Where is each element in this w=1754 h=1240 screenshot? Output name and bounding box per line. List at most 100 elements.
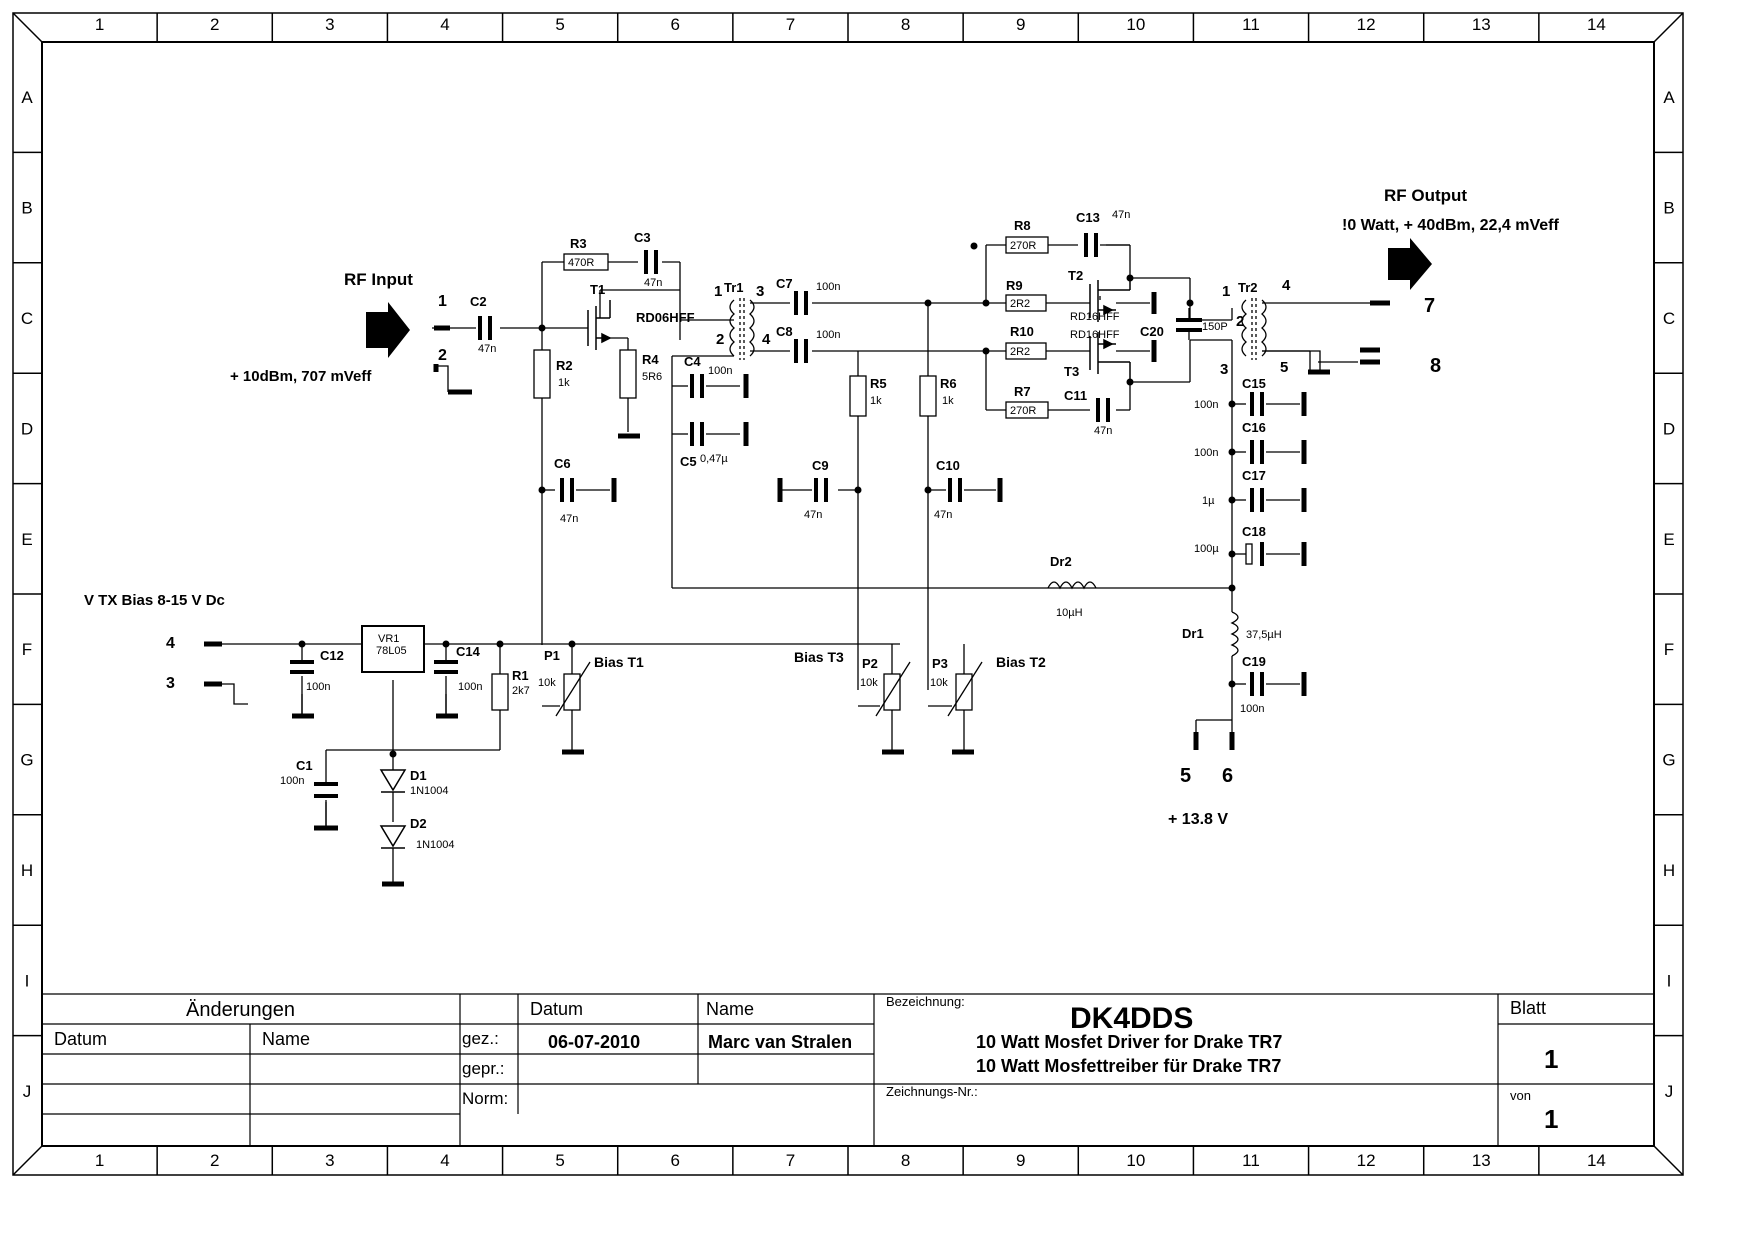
val-r7: 270R bbox=[1010, 405, 1036, 417]
val-c8: 100n bbox=[816, 329, 840, 341]
val-dr1: 37,5µH bbox=[1246, 629, 1282, 641]
ref-r10: R10 bbox=[1010, 324, 1034, 339]
column-label-bottom-1: 1 bbox=[95, 1151, 104, 1170]
val-r4: 5R6 bbox=[642, 371, 662, 383]
column-label-bottom-13: 13 bbox=[1472, 1151, 1491, 1170]
row-label-right-D: D bbox=[1663, 419, 1675, 438]
column-label-bottom-8: 8 bbox=[901, 1151, 910, 1170]
title-german: 10 Watt Mosfettreiber für Drake TR7 bbox=[976, 1056, 1281, 1076]
resistor-r1 bbox=[491, 673, 509, 711]
val-c6: 47n bbox=[560, 513, 578, 525]
ref-tr1: Tr1 bbox=[724, 280, 744, 295]
title-english: 10 Watt Mosfet Driver for Drake TR7 bbox=[976, 1032, 1282, 1052]
ref-dr2: Dr2 bbox=[1050, 554, 1072, 569]
ref-c10: C10 bbox=[936, 458, 960, 473]
changes-header: Änderungen bbox=[186, 999, 295, 1021]
ref-c7: C7 bbox=[776, 276, 793, 291]
potentiometers bbox=[555, 661, 983, 717]
column-label-top-6: 6 bbox=[671, 15, 680, 34]
ref-p1: P1 bbox=[544, 648, 560, 663]
ground-leads bbox=[222, 350, 1321, 752]
rf-input-level-label: + 10dBm, 707 mVeff bbox=[230, 368, 372, 385]
column-label-top-12: 12 bbox=[1357, 15, 1376, 34]
ref-c1: C1 bbox=[296, 758, 313, 773]
ref-c2: C2 bbox=[470, 294, 487, 309]
val-c15: 100n bbox=[1194, 399, 1218, 411]
ref-t1: T1 bbox=[590, 282, 605, 297]
diode-d2-icon bbox=[379, 825, 407, 849]
supply-voltage-label: + 13.8 V bbox=[1168, 811, 1228, 828]
val-c12: 100n bbox=[306, 681, 330, 693]
val-t2: RD16HFF bbox=[1070, 311, 1120, 323]
val-p1: 10k bbox=[538, 677, 556, 689]
column-label-bottom-11: 11 bbox=[1242, 1151, 1260, 1170]
ref-r3: R3 bbox=[570, 236, 587, 251]
column-label-bottom-14: 14 bbox=[1587, 1151, 1606, 1170]
bias-t2-label: Bias T2 bbox=[996, 654, 1046, 670]
vtx-bias-label: V TX Bias 8-15 V Dc bbox=[84, 592, 225, 609]
transistor-t3-icon bbox=[1089, 332, 1131, 382]
ref-r1: R1 bbox=[512, 668, 529, 683]
resistor-r3 bbox=[563, 253, 609, 271]
val-c1: 100n bbox=[280, 775, 304, 787]
tr1-pin-3: 3 bbox=[756, 283, 764, 300]
datum-header: Datum bbox=[530, 999, 583, 1019]
row-label-right-J: J bbox=[1665, 1082, 1674, 1101]
val-c3: 47n bbox=[644, 277, 662, 289]
val-c17: 1µ bbox=[1202, 495, 1215, 507]
row-label-left-I: I bbox=[25, 971, 30, 990]
column-label-bottom-5: 5 bbox=[555, 1151, 564, 1170]
rf-output-arrow-icon bbox=[1388, 238, 1432, 290]
ref-p3: P3 bbox=[932, 656, 948, 671]
capacitor-c18 bbox=[1245, 543, 1253, 565]
row-label-left-C: C bbox=[21, 309, 33, 328]
column-label-bottom-6: 6 bbox=[671, 1151, 680, 1170]
column-label-bottom-9: 9 bbox=[1016, 1151, 1025, 1170]
rf-output-level-label: !0 Watt, + 40dBm, 22,4 mVeff bbox=[1342, 217, 1559, 234]
column-label-top-1: 1 bbox=[95, 15, 104, 34]
val-r8: 270R bbox=[1010, 240, 1036, 252]
ref-tr2: Tr2 bbox=[1238, 280, 1258, 295]
ref-d2: D2 bbox=[410, 816, 427, 831]
ref-t3: T3 bbox=[1064, 364, 1079, 379]
row-label-left-H: H bbox=[21, 861, 33, 880]
ref-c16: C16 bbox=[1242, 420, 1266, 435]
row-label-right-H: H bbox=[1663, 861, 1675, 880]
column-label-bottom-7: 7 bbox=[786, 1151, 795, 1170]
ref-c12: C12 bbox=[320, 648, 344, 663]
row-label-left-A: A bbox=[21, 88, 33, 107]
bezeichnung-label: Bezeichnung: bbox=[886, 994, 965, 1009]
ref-c5: C5 bbox=[680, 454, 697, 469]
column-label-top-2: 2 bbox=[210, 15, 219, 34]
column-label-top-4: 4 bbox=[440, 15, 449, 34]
tr2-pin-2: 2 bbox=[1236, 313, 1244, 330]
column-label-bottom-4: 4 bbox=[440, 1151, 449, 1170]
capacitors bbox=[290, 233, 1264, 798]
pin-2-label: 2 bbox=[438, 347, 447, 364]
column-label-bottom-2: 2 bbox=[210, 1151, 219, 1170]
inductor-dr1-icon bbox=[1230, 611, 1239, 657]
val-d2: 1N1004 bbox=[416, 839, 455, 851]
potentiometer-p3 bbox=[955, 673, 973, 711]
val-r1: 2k7 bbox=[512, 685, 530, 697]
val-t1: RD06HFF bbox=[636, 310, 695, 325]
zeichnungs-label: Zeichnungs-Nr.: bbox=[886, 1084, 978, 1099]
column-label-bottom-3: 3 bbox=[325, 1151, 334, 1170]
val-vr1: 78L05 bbox=[376, 645, 407, 657]
ref-r6: R6 bbox=[940, 376, 957, 391]
drawing-frame bbox=[12, 12, 1684, 1176]
diode-d1-icon bbox=[379, 769, 407, 793]
ref-dr1: Dr1 bbox=[1182, 626, 1204, 641]
val-d1: 1N1004 bbox=[410, 785, 449, 797]
tr2-pin-3: 3 bbox=[1220, 361, 1228, 378]
ref-c17: C17 bbox=[1242, 468, 1266, 483]
blatt-value: 1 bbox=[1544, 1044, 1558, 1074]
tr1-pin-1: 1 bbox=[714, 283, 722, 300]
rf-output-label: RF Output bbox=[1384, 186, 1467, 205]
column-label-top-5: 5 bbox=[555, 15, 564, 34]
ref-c3: C3 bbox=[634, 230, 651, 245]
tr2-pin-1: 1 bbox=[1222, 283, 1230, 300]
transformer-tr2-icon bbox=[1241, 298, 1267, 360]
val-c2: 47n bbox=[478, 343, 496, 355]
bias-t1-label: Bias T1 bbox=[594, 654, 644, 670]
